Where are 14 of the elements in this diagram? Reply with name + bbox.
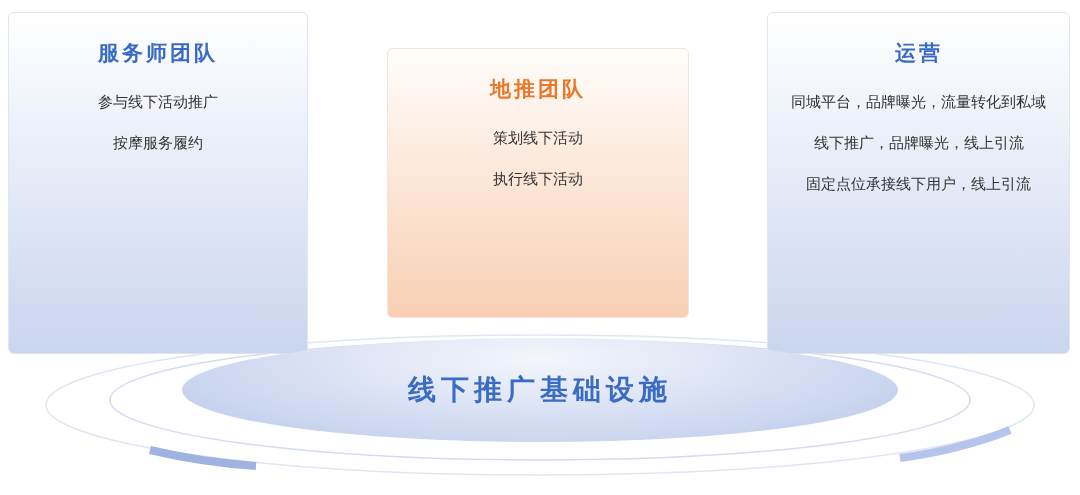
panel-heading: 地推团队	[490, 76, 586, 103]
list-item: 固定点位承接线下用户，线上引流	[806, 175, 1031, 194]
list-item: 同城平台，品牌曝光，流量转化到私域	[791, 93, 1046, 112]
team-panel	[767, 12, 1070, 354]
team-panel	[387, 48, 689, 318]
list-item: 策划线下活动	[493, 129, 583, 148]
list-item: 线下推广，品牌曝光，线上引流	[813, 134, 1024, 153]
list-item: 执行线下活动	[493, 170, 583, 189]
stage-title: 线下推广基础设施	[408, 372, 672, 408]
list-item: 按摩服务履约	[113, 134, 203, 153]
panel-heading: 服务师团队	[98, 40, 218, 67]
team-panel	[8, 12, 308, 354]
list-item: 参与线下活动推广	[98, 93, 218, 112]
panel-heading: 运营	[894, 40, 943, 67]
